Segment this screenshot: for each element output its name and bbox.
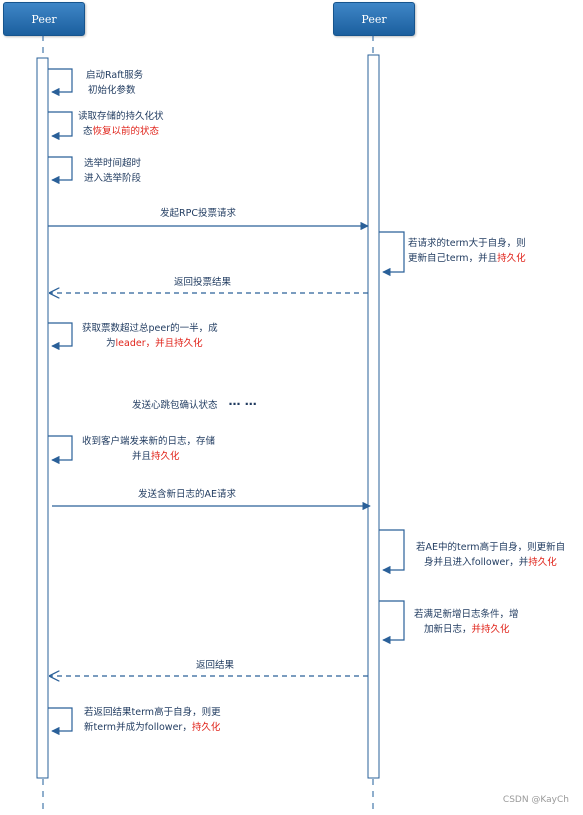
note-election-timeout: 选举时间超时 进入选举阶段 [84,158,142,184]
note-result-higher-term: 若返回结果term高于自身，则更 新term并成为follower，持久化 [84,707,221,733]
note-ae-higher-term: 若AE中的term高于自身，则更新自 身并且进入follower，并持久化 [416,542,566,568]
self-loop-8 [379,600,405,645]
self-loop-6 [48,435,73,465]
msg-ae-request-label: 发送含新日志的AE请求 [138,489,237,500]
self-loop-3 [48,156,73,185]
self-loop-4 [379,231,405,277]
participant-left-peer: Peer [3,2,85,36]
self-loop-7 [379,529,405,575]
participant-right-peer: Peer [333,2,415,36]
self-loop-2 [48,111,73,141]
self-loop-9 [48,707,73,736]
note-start-raft: 启动Raft服务 初始化参数 [86,70,144,96]
msg-vote-result-label: 返回投票结果 [174,277,232,288]
note-become-leader: 获取票数超过总peer的一半，成 为leader，并且持久化 [82,323,218,349]
left-activation-bar [36,57,49,779]
ellipsis-icon: ⋯ ⋯ [228,397,257,411]
self-loop-5 [48,322,73,351]
right-activation-bar [367,54,380,779]
msg-result-return-label: 返回结果 [196,660,235,671]
note-client-log: 收到客户端发来新的日志，存储 并且持久化 [82,436,216,462]
note-read-persisted-state: 读取存储的持久化状 态恢复以前的状态 [78,111,164,137]
note-update-term: 若请求的term大于自身，则 更新自己term，并且持久化 [408,238,526,264]
msg-rpc-vote-request-label: 发起RPC投票请求 [160,208,236,219]
note-append-log: 若满足新增日志条件，增 加新日志，并持久化 [414,609,519,635]
msg-heartbeat-label: 发送心跳包确认状态 ⋯ ⋯ [132,397,257,411]
self-loop-1 [48,68,73,97]
watermark: CSDN @KayCh [502,795,569,805]
